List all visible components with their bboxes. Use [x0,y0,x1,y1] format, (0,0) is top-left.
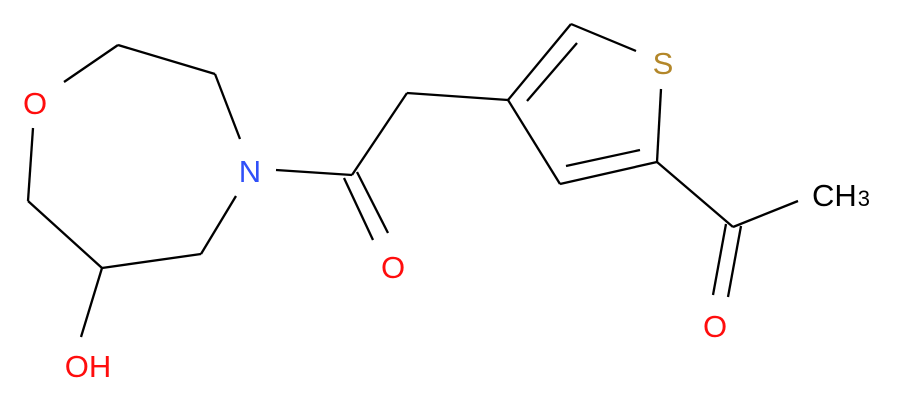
acetyl-group-bonds [656,161,799,298]
sulfur-label: S [653,46,674,81]
hydroxyl-label: OH [65,349,112,384]
methyl-ch: CH [812,178,857,213]
carbonyl-oxygen-label: O [381,250,405,285]
methyl-subscript: 3 [858,186,870,211]
ring-nitrogen-label: N [239,154,261,189]
methyl-label: CH3 [812,178,870,213]
ring-oxygen-label: O [23,86,47,121]
thiophene-ring-bonds [507,22,663,186]
acetyl-oxygen-label: O [703,309,727,344]
oxazepane-ring-bonds [26,43,242,338]
amide-linker-bonds [275,91,509,241]
